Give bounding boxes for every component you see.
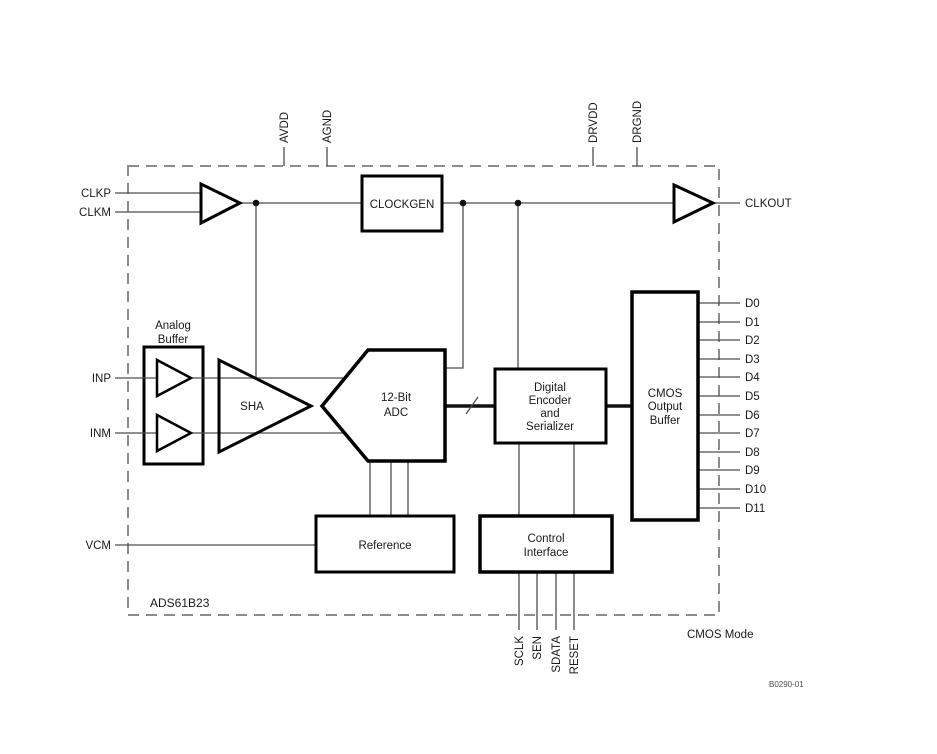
pin-label-d4: D4 [745,372,760,384]
adc-label-line1: 12-Bit [381,392,412,404]
cmos-buffer-label-line1: CMOS [648,388,683,400]
analog-buffer-label-line1: Analog [155,320,191,332]
cmos-buffer-label-line3: Buffer [650,415,681,427]
reference-block [314,514,456,574]
adc-label-line2: ADC [384,407,408,419]
reference-label: Reference [358,540,411,552]
input-buffer-amp-2 [155,412,194,454]
pin-label-drgnd: DRGND [632,101,644,143]
pin-label-d8: D8 [745,447,760,459]
input-buffer-amp-1 [155,357,194,399]
encoder-label-line3: and [540,408,559,420]
clockgen-block [360,174,444,233]
control-interface-label-line2: Interface [524,547,569,559]
pin-label-d0: D0 [745,298,760,310]
digital-encoder-block [493,367,608,445]
pin-label-sclk: SCLK [514,636,526,666]
pin-label-clkp: CLKP [81,188,111,200]
pin-label-d3: D3 [745,354,760,366]
pin-label-sen: SEN [532,636,544,660]
pin-label-clkm: CLKM [79,207,111,219]
pin-label-d2: D2 [745,335,760,347]
pin-label-d5: D5 [745,391,760,403]
pin-label-inm: INM [90,428,111,440]
cmos-mode-label: CMOS Mode [687,629,753,641]
pin-label-vcm: VCM [85,540,111,552]
adc-block [319,348,447,463]
pin-label-clkout: CLKOUT [745,198,792,210]
pin-label-d9: D9 [745,465,760,477]
pin-label-inp: INP [92,373,112,385]
clkout-buffer [672,182,717,225]
clock-junction-dot-3 [514,199,522,207]
encoder-label-line1: Digital [534,382,566,394]
encoder-label-line4: Serializer [526,421,574,433]
part-number-label: ADS61B23 [150,596,210,610]
clock-junction-dot-1 [252,199,260,207]
control-interface-block [478,514,614,574]
pin-label-d10: D10 [745,484,766,496]
pin-label-avdd: AVDD [279,112,291,143]
cmos-output-buffer-block [630,290,700,522]
pin-label-reset: RESET [569,636,581,674]
bus-width-slash [465,396,479,415]
pin-label-drvdd: DRVDD [588,102,600,143]
pin-label-sdata: SDATA [551,636,563,673]
analog-buffer-label-line2: Buffer [158,334,189,346]
figure-code-label: B0290-01 [769,680,804,689]
clock-input-buffer [199,181,244,226]
pin-label-agnd: AGND [322,110,334,143]
clock-junction-dot-2 [459,199,467,207]
pin-label-d1: D1 [745,317,760,329]
encoder-label-line2: Encoder [529,395,572,407]
sha-block [217,357,315,455]
pin-label-d6: D6 [745,410,760,422]
cmos-buffer-label-line2: Output [648,401,683,413]
sha-label: SHA [240,401,264,413]
pin-label-d7: D7 [745,428,760,440]
pin-label-d11: D11 [745,503,765,515]
clockgen-label: CLOCKGEN [370,199,435,211]
wire-clock-drop-to-adc [443,203,464,369]
analog-buffer-block [142,345,205,466]
chip-boundary-outline [127,165,720,616]
control-interface-label-line1: Control [527,533,564,545]
